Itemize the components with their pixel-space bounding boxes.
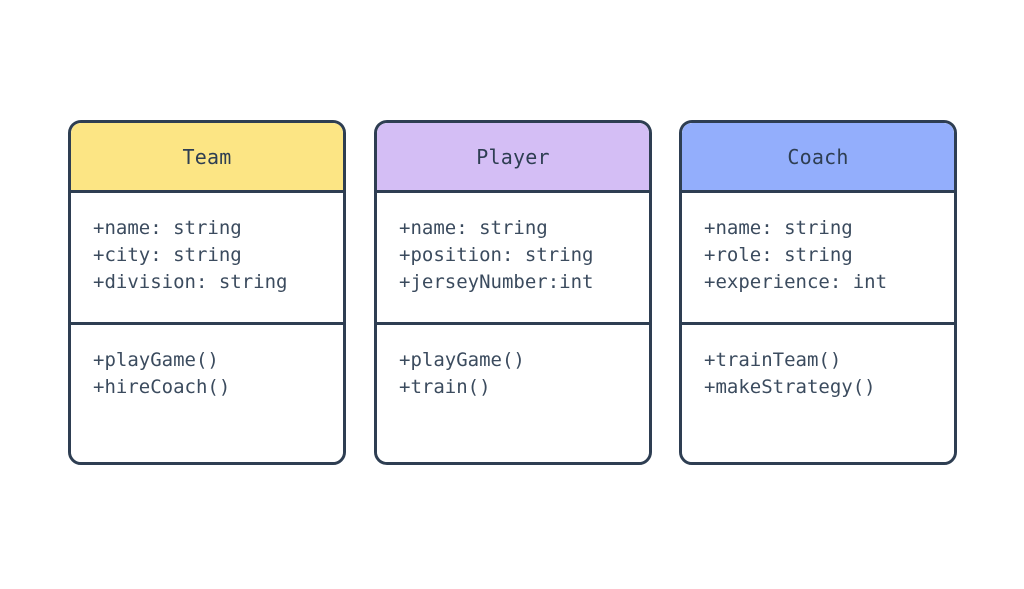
attribute-row: +experience: int: [704, 271, 888, 293]
class-attributes-coach: +name: string +role: string +experience:…: [682, 193, 954, 325]
uml-class-player[interactable]: Player +name: string +position: string +…: [374, 120, 652, 465]
class-name-player: Player: [476, 144, 550, 169]
class-header-coach: Coach: [682, 123, 954, 193]
attribute-row: +city: string: [93, 244, 242, 266]
attribute-row: +name: string: [93, 217, 242, 239]
uml-class-coach[interactable]: Coach +name: string +role: string +exper…: [679, 120, 957, 465]
class-name-team: Team: [182, 144, 232, 169]
class-header-team: Team: [71, 123, 343, 193]
uml-class-team[interactable]: Team +name: string +city: string +divisi…: [68, 120, 346, 465]
class-methods-player: +playGame() +train(): [377, 325, 649, 462]
method-row: +train(): [399, 376, 491, 398]
class-attributes-player: +name: string +position: string +jerseyN…: [377, 193, 649, 325]
class-methods-team: +playGame() +hireCoach(): [71, 325, 343, 462]
class-attributes-team: +name: string +city: string +division: s…: [71, 193, 343, 325]
attribute-row: +division: string: [93, 271, 288, 293]
attribute-row: +position: string: [399, 244, 594, 266]
method-row: +playGame(): [93, 349, 219, 371]
attribute-row: +role: string: [704, 244, 853, 266]
method-row: +playGame(): [399, 349, 525, 371]
class-methods-coach: +trainTeam() +makeStrategy(): [682, 325, 954, 462]
attribute-row: +name: string: [399, 217, 548, 239]
attribute-row: +name: string: [704, 217, 853, 239]
class-name-coach: Coach: [787, 144, 849, 169]
class-header-player: Player: [377, 123, 649, 193]
method-row: +trainTeam(): [704, 349, 842, 371]
method-row: +hireCoach(): [93, 376, 231, 398]
attribute-row: +jerseyNumber:int: [399, 271, 594, 293]
method-row: +makeStrategy(): [704, 376, 876, 398]
